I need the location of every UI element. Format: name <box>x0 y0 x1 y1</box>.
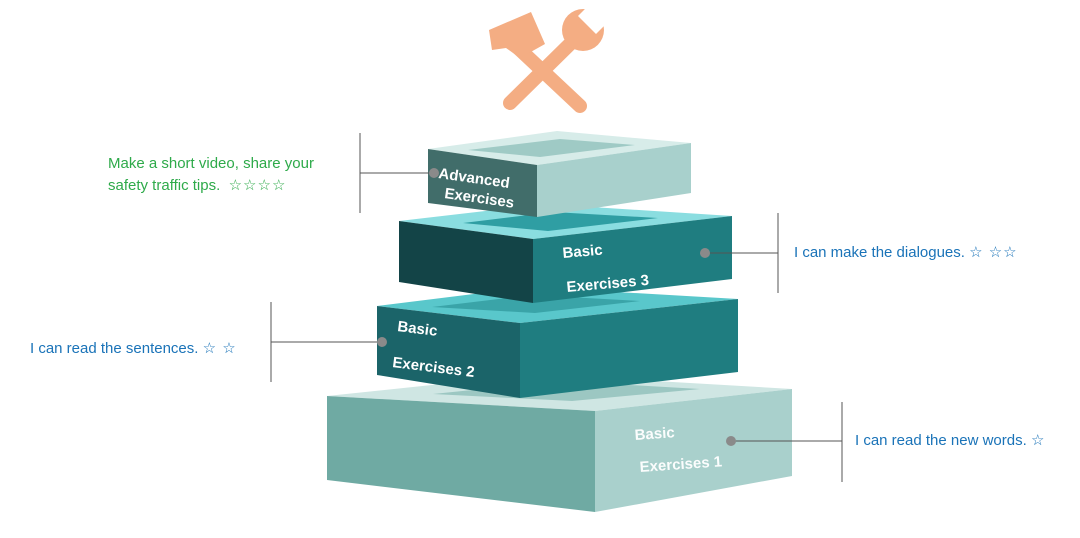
connector-dot-advanced <box>429 168 439 178</box>
connector-basic-1 <box>731 402 843 482</box>
connector-dot-basic-2 <box>377 337 387 347</box>
connector-basic-2 <box>270 302 382 382</box>
annotation-basic-2-text: I can read the sentences. <box>30 340 199 357</box>
hammer-and-wrench-icon <box>489 4 608 113</box>
annotation-basic-2: I can read the sentences. ☆ ☆ <box>30 338 237 360</box>
star-rating-basic-2: ☆ ☆ <box>202 340 237 357</box>
tier-basic-1-label-line2: Exercises 1 <box>639 453 723 476</box>
star-rating-basic-3: ☆ ☆☆ <box>969 244 1018 261</box>
tier-basic-2-label-line1: Basic <box>397 318 439 340</box>
tier-basic-3-label-line1: Basic <box>562 242 603 262</box>
tier-basic-1 <box>327 374 792 512</box>
tier-basic-3 <box>399 204 732 303</box>
annotation-advanced-text: safety traffic tips. <box>108 177 221 194</box>
annotation-advanced: Make a short video, share your safety tr… <box>108 153 314 197</box>
tier-advanced <box>428 131 691 217</box>
connector-dot-basic-1 <box>726 436 736 446</box>
tier-basic-2 <box>377 287 738 398</box>
annotation-advanced-line2: safety traffic tips. ☆☆☆☆ <box>108 175 314 197</box>
annotation-basic-3: I can make the dialogues. ☆ ☆☆ <box>794 242 1018 264</box>
connector-dot-basic-3 <box>700 248 710 258</box>
annotation-basic-3-text: I can make the dialogues. <box>794 244 965 261</box>
annotation-advanced-line1: Make a short video, share your <box>108 155 314 172</box>
star-rating-advanced: ☆☆☆☆ <box>228 177 287 194</box>
annotation-basic-1-text: I can read the new words. <box>855 432 1027 449</box>
annotation-basic-1: I can read the new words. ☆ <box>855 430 1045 452</box>
connector-basic-3 <box>705 213 779 293</box>
tier-basic-1-label-line1: Basic <box>634 424 675 444</box>
connector-advanced <box>359 133 434 213</box>
star-rating-basic-1: ☆ <box>1030 432 1046 449</box>
